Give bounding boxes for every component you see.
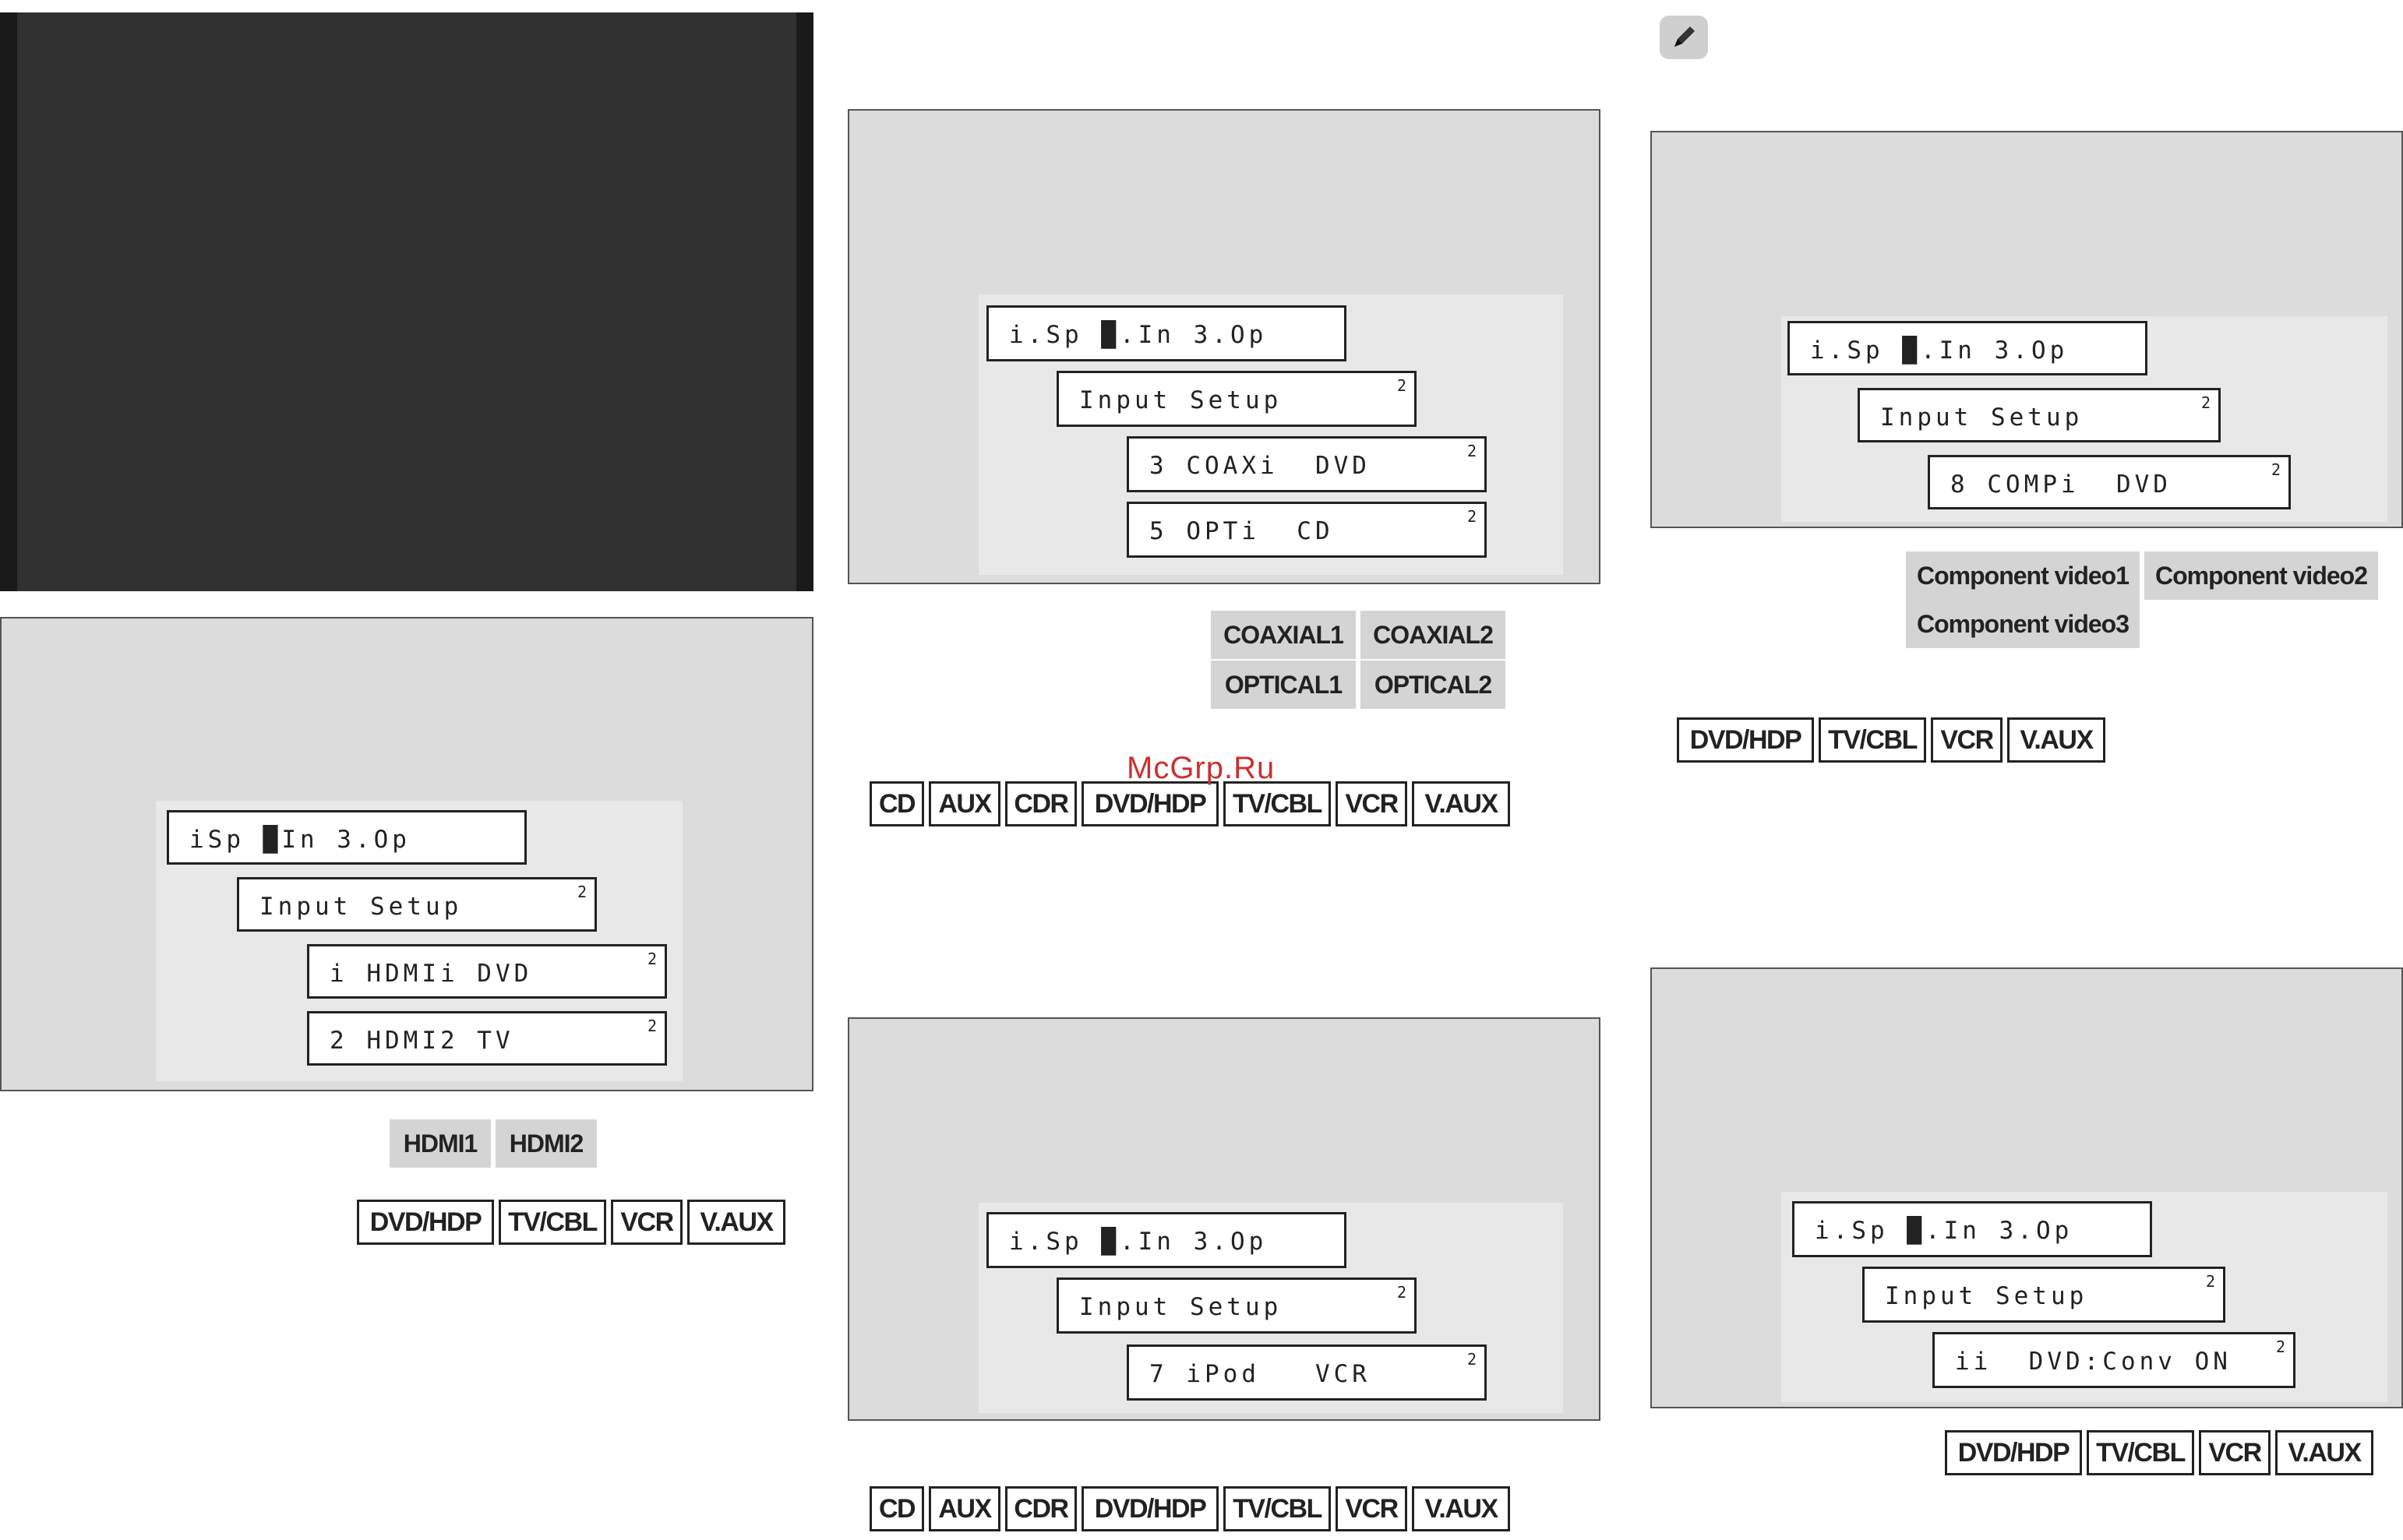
lcd-submenu: Input Setup 2 [237,877,597,932]
dvd-hdp-button[interactable]: DVD/HDP [1082,781,1219,826]
tag-hdmi2: HDMI2 [496,1119,597,1168]
lcd-text: Input Setup [1079,386,1283,414]
corner-mark: 2 [2205,1272,2215,1291]
lcd-text: i.Sp █.In 3.Op [1810,337,2069,365]
tag-coaxial1: COAXIAL1 [1211,611,1356,659]
vcr-button[interactable]: VCR [2199,1430,2271,1475]
vcr-button[interactable]: VCR [1336,1486,1407,1531]
lcd-row-conv: ii DVD:Conv ON 2 [1932,1332,2295,1388]
v-aux-button[interactable]: V.AUX [2007,717,2105,763]
lcd-text: i.Sp █.In 3.Op [1815,1217,2073,1245]
pencil-icon-svg [1674,26,1695,47]
corner-mark: 2 [2271,460,2281,479]
lcd-menu-line: i.Sp █.In 3.Op [1787,321,2147,375]
lcd-text: 8 COMPi DVD [1950,470,2172,499]
tag-component-video2: Component video2 [2144,552,2378,600]
tag-optical1: OPTICAL1 [1211,661,1356,709]
lcd-row-optical: 5 OPTi CD 2 [1127,502,1487,558]
lcd-menu-line: iSp █In 3.Op [167,810,527,865]
dvd-hdp-button[interactable]: DVD/HDP [1945,1430,2082,1475]
lcd-text: Input Setup [1880,404,2084,432]
vcr-button[interactable]: VCR [1336,781,1407,826]
vcr-button[interactable]: VCR [611,1200,683,1245]
osd-panel-hdmi: iSp █In 3.Op Input Setup 2 i HDMIi DVD 2 2… [0,617,813,1091]
source-buttons-hdmi: DVD/HDP TV/CBL VCR V.AUX [357,1200,785,1245]
lcd-menu-line: i.Sp █.In 3.Op [986,305,1346,361]
v-aux-button[interactable]: V.AUX [1412,1486,1510,1531]
corner-mark: 2 [1466,1350,1477,1369]
tv-cbl-button[interactable]: TV/CBL [1819,717,1926,763]
tag-coaxial2: COAXIAL2 [1360,611,1505,659]
lcd-submenu: Input Setup 2 [1057,371,1417,427]
aux-button[interactable]: AUX [929,1486,1000,1531]
lcd-row-hdmi1: i HDMIi DVD 2 [307,944,667,999]
dvd-hdp-button[interactable]: DVD/HDP [1082,1486,1219,1531]
v-aux-button[interactable]: V.AUX [1412,781,1510,826]
lcd-text: Input Setup [1079,1293,1283,1321]
osd-panel-component: i.Sp █.In 3.Op Input Setup 2 8 COMPi DVD 2 [1650,131,2403,528]
aux-button[interactable]: AUX [929,781,1000,826]
corner-mark: 2 [1396,1283,1406,1302]
lcd-text: Input Setup [1885,1282,2088,1310]
tag-optical2: OPTICAL2 [1360,661,1505,709]
corner-mark: 2 [2275,1337,2285,1356]
osd-panel-ipod: i.Sp █.In 3.Op Input Setup 2 7 iPod VCR 2 [848,1017,1600,1421]
lcd-submenu: Input Setup 2 [1858,388,2221,442]
lcd-text: Input Setup [259,893,463,921]
dark-image-block [0,12,813,591]
osd-panel-digital: i.Sp █.In 3.Op Input Setup 2 3 COAXi DVD 2… [848,109,1600,584]
lcd-text: iSp █In 3.Op [189,826,411,854]
cdr-button[interactable]: CDR [1005,781,1077,826]
lcd-submenu: Input Setup 2 [1057,1277,1417,1334]
lcd-row-coaxial: 3 COAXi DVD 2 [1127,436,1487,492]
dvd-hdp-button[interactable]: DVD/HDP [357,1200,494,1245]
lcd-submenu: Input Setup 2 [1862,1267,2225,1323]
pencil-icon [1660,16,1708,59]
lcd-text: i.Sp █.In 3.Op [1009,321,1268,349]
source-buttons-digital: CD AUX CDR DVD/HDP TV/CBL VCR V.AUX [870,781,1510,826]
tv-cbl-button[interactable]: TV/CBL [499,1200,606,1245]
tv-cbl-button[interactable]: TV/CBL [2087,1430,2194,1475]
cd-button[interactable]: CD [870,1486,924,1531]
cd-button[interactable]: CD [870,781,924,826]
v-aux-button[interactable]: V.AUX [2275,1430,2373,1475]
corner-mark: 2 [647,950,657,968]
source-buttons-component: DVD/HDP TV/CBL VCR V.AUX [1677,717,2105,763]
lcd-text: 3 COAXi DVD [1149,452,1371,480]
source-buttons-conv: DVD/HDP TV/CBL VCR V.AUX [1945,1430,2373,1475]
lcd-text: i.Sp █.In 3.Op [1009,1228,1268,1256]
dvd-hdp-button[interactable]: DVD/HDP [1677,717,1814,763]
lcd-text: 5 OPTi CD [1149,517,1334,545]
lcd-row-hdmi2: 2 HDMI2 TV 2 [307,1011,667,1066]
tag-component-video3: Component video3 [1906,600,2140,648]
lcd-menu-line: i.Sp █.In 3.Op [986,1212,1346,1268]
corner-mark: 2 [647,1017,657,1035]
lcd-text: 2 HDMI2 TV [330,1027,514,1055]
lcd-menu-line: i.Sp █.In 3.Op [1792,1201,2152,1257]
tv-cbl-button[interactable]: TV/CBL [1223,781,1331,826]
lcd-row-component: 8 COMPi DVD 2 [1928,455,2291,509]
watermark: McGrp.Ru [1127,751,1276,785]
osd-panel-conv: i.Sp █.In 3.Op Input Setup 2 ii DVD:Conv … [1650,967,2403,1408]
corner-mark: 2 [1466,507,1477,526]
corner-mark: 2 [2200,393,2211,412]
cdr-button[interactable]: CDR [1005,1486,1077,1531]
lcd-text: 7 iPod VCR [1149,1360,1371,1388]
corner-mark: 2 [577,883,587,901]
lcd-row-ipod: 7 iPod VCR 2 [1127,1344,1487,1401]
corner-mark: 2 [1396,376,1406,395]
tag-component-video1: Component video1 [1906,552,2140,600]
v-aux-button[interactable]: V.AUX [687,1200,785,1245]
vcr-button[interactable]: VCR [1931,717,2002,763]
tv-cbl-button[interactable]: TV/CBL [1223,1486,1331,1531]
source-buttons-ipod: CD AUX CDR DVD/HDP TV/CBL VCR V.AUX [870,1486,1510,1531]
lcd-text: i HDMIi DVD [330,960,533,988]
tag-hdmi1: HDMI1 [390,1119,491,1168]
corner-mark: 2 [1466,442,1477,460]
lcd-text: ii DVD:Conv ON [1955,1348,2232,1376]
